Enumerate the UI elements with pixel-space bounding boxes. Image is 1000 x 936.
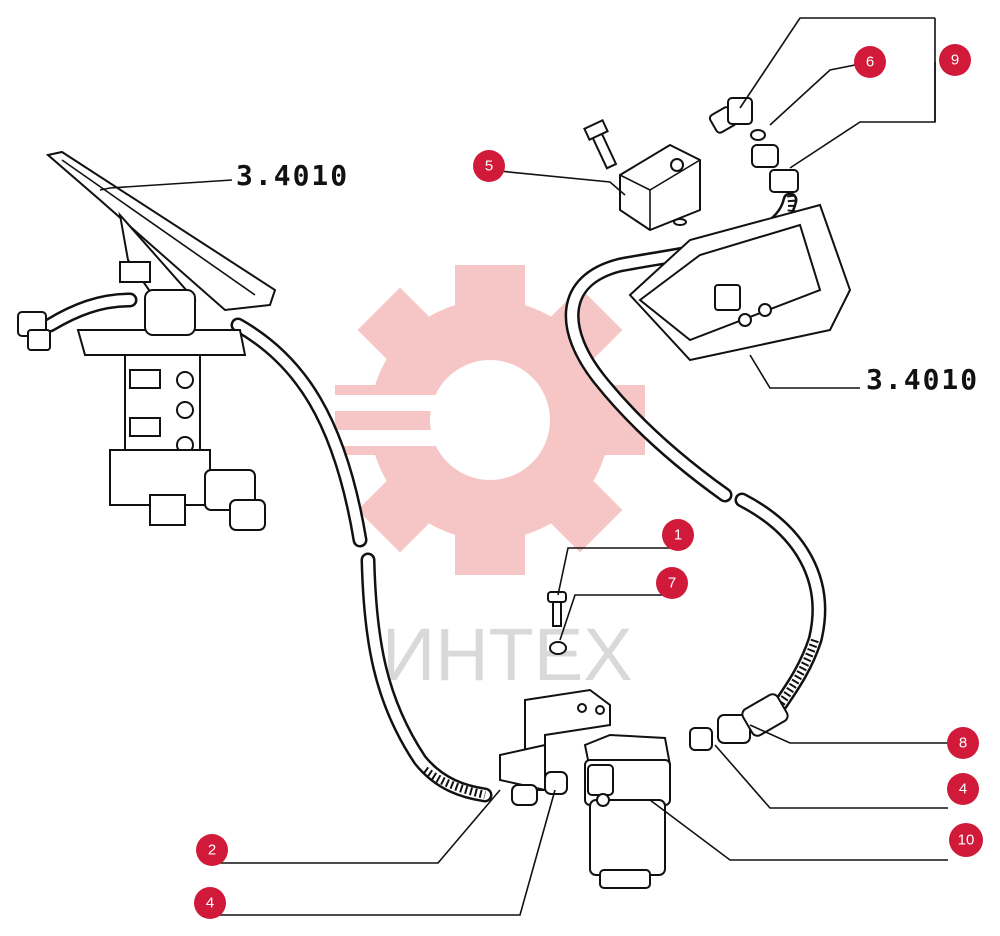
- callout-badge: [196, 834, 228, 866]
- callout-9[interactable]: 9: [939, 44, 971, 76]
- callout-1[interactable]: 1: [662, 519, 694, 551]
- callout-number: 8: [959, 735, 967, 752]
- leader-lines: [99, 17, 948, 916]
- brake-valve-pedal-assembly: [17, 150, 277, 531]
- callout-badge: [656, 567, 688, 599]
- callout-badge: [854, 46, 886, 78]
- filter-bracket: [499, 688, 611, 806]
- callout-number: 9: [951, 52, 959, 69]
- callout-badge: [947, 727, 979, 759]
- inline-filter: [583, 733, 672, 889]
- top-fittings: [708, 97, 799, 193]
- callout-badge: [473, 150, 505, 182]
- callout-number: 10: [958, 832, 975, 849]
- callout-number: 1: [674, 527, 682, 544]
- callout-8[interactable]: 8: [947, 727, 979, 759]
- callout-2[interactable]: 2: [196, 834, 228, 866]
- callout-badge: [662, 519, 694, 551]
- callout-4-right[interactable]: 4: [947, 773, 979, 805]
- watermark-logo: [300, 265, 645, 575]
- bolt-and-nut: [547, 591, 567, 655]
- callout-number: 7: [668, 575, 676, 592]
- callout-number: 2: [208, 842, 216, 859]
- callout-badge: [939, 44, 971, 76]
- callout-badge: [947, 773, 979, 805]
- reference-label-right: 3.4010: [866, 363, 979, 396]
- callout-number: 5: [485, 158, 493, 175]
- callout-10[interactable]: 10: [949, 823, 983, 857]
- callout-badge: [949, 823, 983, 857]
- reference-label-top-left: 3.4010: [236, 159, 349, 192]
- callout-badge: [194, 887, 226, 919]
- callout-7[interactable]: 7: [656, 567, 688, 599]
- callout-number: 4: [959, 781, 967, 798]
- callout-5[interactable]: 5: [473, 150, 505, 182]
- callout-number: 4: [206, 895, 214, 912]
- hose-left: [230, 317, 493, 803]
- callout-6[interactable]: 6: [854, 46, 886, 78]
- watermark-text: ИНТЕХ: [382, 613, 633, 696]
- lower-right-fittings: [689, 693, 789, 751]
- brake-valve-right: [628, 203, 852, 362]
- callout-number: 6: [866, 54, 874, 71]
- mounting-block: [583, 119, 701, 232]
- callout-4-bottom-left[interactable]: 4: [194, 887, 226, 919]
